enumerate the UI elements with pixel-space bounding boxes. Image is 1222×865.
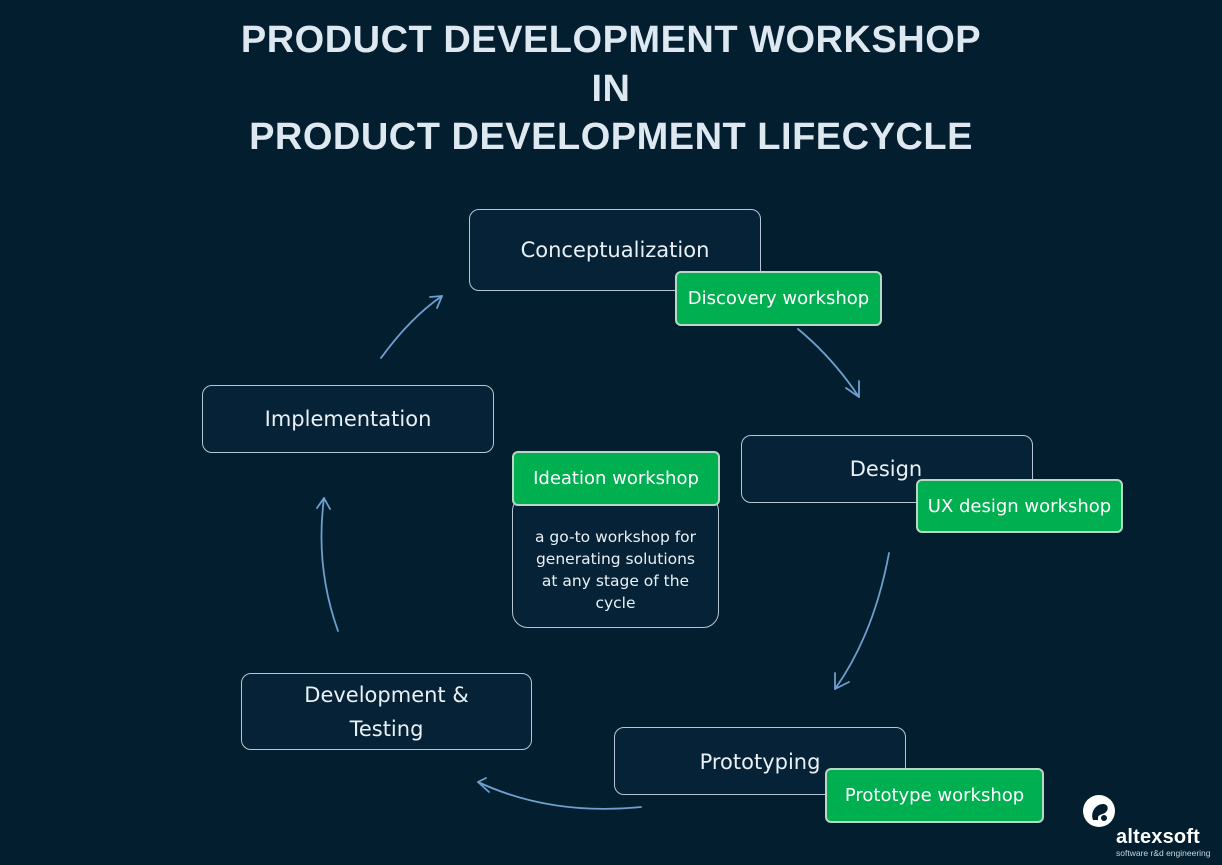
arrow-prototyping-to-development [477,781,642,810]
stage-development-label-line-2: Testing [349,716,424,741]
workshop-prototype: Prototype workshop [825,768,1044,823]
diagram-title-line-2: IN [591,68,631,110]
arrow-implementation-to-conceptualization [380,295,443,359]
stage-implementation-label: Implementation [264,407,432,431]
stage-development-label-line-1: Development & [304,682,469,707]
altexsoft-logo-tagline: software r&d engineering [1116,848,1211,858]
arrow-design-to-prototyping [834,552,890,690]
ideation-description-line-1: a go-to workshop for [534,527,697,546]
workshop-prototype-label: Prototype workshop [844,785,1025,806]
altexsoft-logo: altexsoft software r&d engineering [1082,792,1214,858]
stage-design-label: Design [849,457,923,481]
workshop-discovery: Discovery workshop [675,271,882,326]
stage-conceptualization-label: Conceptualization [520,238,710,262]
ideation-description-line-4: cycle [595,593,636,612]
arrow-head-development [477,777,490,793]
stage-development-testing: Development & Testing [241,673,532,750]
stage-prototyping-label: Prototyping [699,750,821,774]
workshop-ux-design: UX design workshop [916,479,1123,533]
arrow-development-to-implementation [320,497,339,632]
workshop-discovery-label: Discovery workshop [687,288,870,309]
ideation-description-line-2: generating solutions [535,549,696,568]
diagram-title-line-1: PRODUCT DEVELOPMENT WORKSHOP [240,19,982,61]
arrow-head-implementation [316,497,331,510]
workshop-ideation: Ideation workshop [512,451,720,506]
altexsoft-logo-name: altexsoft [1116,826,1201,848]
diagram-title-line-3: PRODUCT DEVELOPMENT LIFECYCLE [249,116,973,158]
ideation-description: a go-to workshop for generating solution… [512,495,719,628]
arrow-head-design [845,380,860,398]
ideation-description-line-3: at any stage of the [541,571,690,590]
altexsoft-logo-icon [1083,795,1115,827]
arrow-head-prototyping [834,672,850,690]
arrow-head-conceptualization [429,295,443,309]
workshop-ux-design-label: UX design workshop [927,495,1112,517]
workshop-ideation-label: Ideation workshop [533,468,699,489]
arrow-conceptualization-to-design [797,328,860,398]
stage-implementation: Implementation [202,385,494,453]
